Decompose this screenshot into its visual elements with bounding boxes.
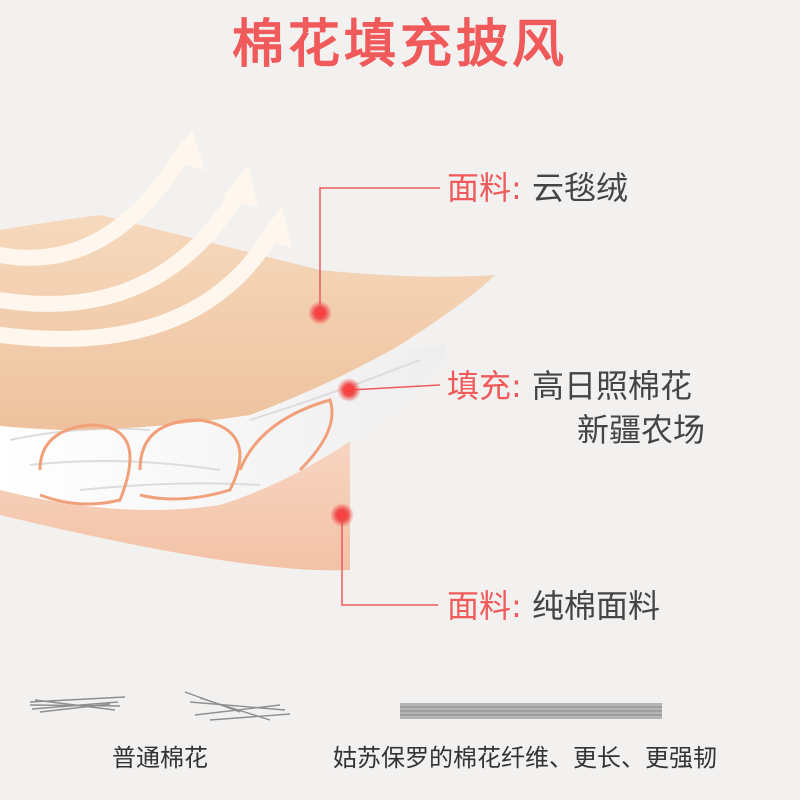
caption-ordinary-cotton: 普通棉花	[112, 744, 208, 772]
premium-fiber-sample	[400, 703, 662, 719]
label-bottom-fabric: 面料: 纯棉面料	[447, 587, 660, 625]
label-top-fabric: 面料: 云毯绒	[447, 169, 628, 207]
heat-arrows	[0, 142, 283, 347]
leader-line-3	[341, 515, 438, 606]
dot-top	[308, 301, 332, 325]
ordinary-fiber-sample	[29, 691, 291, 721]
leader-line-2	[349, 384, 441, 391]
label-filling: 填充: 高日照棉花 新疆农场	[447, 367, 706, 449]
leader-line-1	[319, 187, 440, 312]
label-bottom-fabric-value: 纯棉面料	[531, 587, 660, 625]
page-title: 棉花填充披风	[231, 15, 568, 75]
circulation-arrows	[38, 398, 334, 506]
top-fabric-layer	[0, 215, 495, 430]
label-filling-value: 高日照棉花	[531, 367, 692, 405]
label-top-fabric-value: 云毯绒	[531, 169, 628, 207]
dot-bottom	[330, 503, 354, 527]
label-filling-key: 填充	[447, 367, 512, 405]
label-top-fabric-key: 面料	[447, 169, 512, 207]
label-filling-value-line2: 新疆农场	[577, 411, 706, 449]
label-bottom-fabric-key: 面料	[447, 587, 512, 625]
dot-middle	[337, 378, 361, 402]
caption-premium-cotton: 姑苏保罗的棉花纤维、更长、更强韧	[333, 744, 717, 772]
